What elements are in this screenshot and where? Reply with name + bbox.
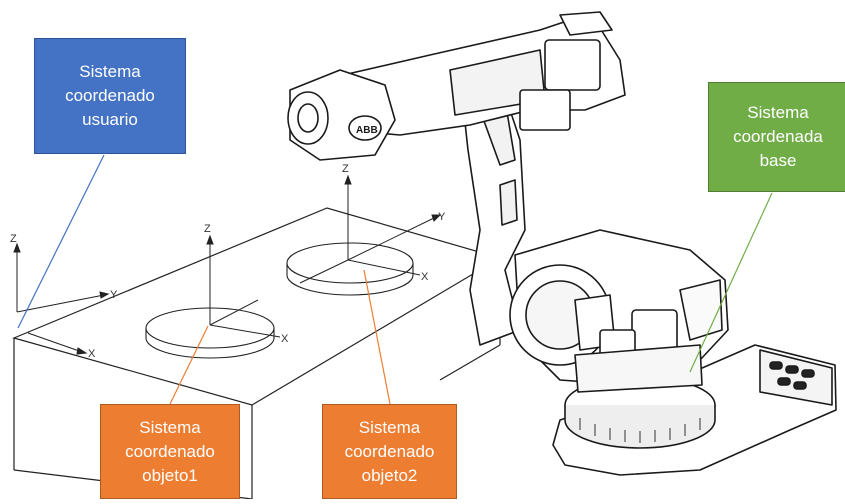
user-label-line2: coordenado xyxy=(65,86,155,105)
object1-pointer-line xyxy=(169,325,209,405)
base-label-line3: base xyxy=(759,151,797,170)
object2-label-line3: objeto2 xyxy=(361,465,418,485)
base-label-line1: Sistema xyxy=(747,103,809,122)
user-axis-x-label: X xyxy=(88,348,96,360)
user-label-line1: Sistema xyxy=(79,62,141,81)
base-coordinate-label: Sistema coordenada base xyxy=(708,82,845,192)
user-axis-y-label: Y xyxy=(110,289,118,301)
object1-axis-z-label: Z xyxy=(204,223,211,235)
object2-axis-x-label: X xyxy=(421,271,429,283)
object1-coordinate-label: Sistema coordenado objeto1 xyxy=(100,404,240,499)
robot-illustration xyxy=(287,11,837,476)
object1-frame-axes xyxy=(206,234,281,338)
object2-axis-y-label: Y xyxy=(438,211,446,223)
object2-label-line1: Sistema xyxy=(358,417,421,437)
base-label-line2: coordenada xyxy=(733,127,823,146)
user-label-line3: usuario xyxy=(82,110,138,129)
table-bottom-right xyxy=(439,344,501,381)
object1-label-line1: Sistema xyxy=(139,417,201,437)
base-pointer-line xyxy=(689,192,773,373)
object2-disc xyxy=(286,242,414,296)
object2-label-line2: coordenado xyxy=(344,441,435,461)
table-top xyxy=(12,207,502,406)
object2-frame-axes xyxy=(299,174,442,284)
object1-label-line2: coordenado xyxy=(125,441,215,461)
user-coordinate-label: Sistema coordenado usuario xyxy=(34,38,186,154)
object1-disc xyxy=(145,307,275,359)
user-axis-z-label: Z xyxy=(10,233,17,245)
object1-axis-x-label: X xyxy=(281,333,289,345)
object2-pointer-line xyxy=(363,269,391,405)
object1-label-line3: objeto1 xyxy=(142,465,198,485)
object2-coordinate-label: Sistema coordenado objeto2 xyxy=(322,404,457,499)
user-frame-axes xyxy=(13,242,110,355)
robot-brand-badge: ABB xyxy=(356,125,378,136)
user-pointer-line xyxy=(17,154,105,329)
object2-axis-z-label: Z xyxy=(342,163,349,175)
